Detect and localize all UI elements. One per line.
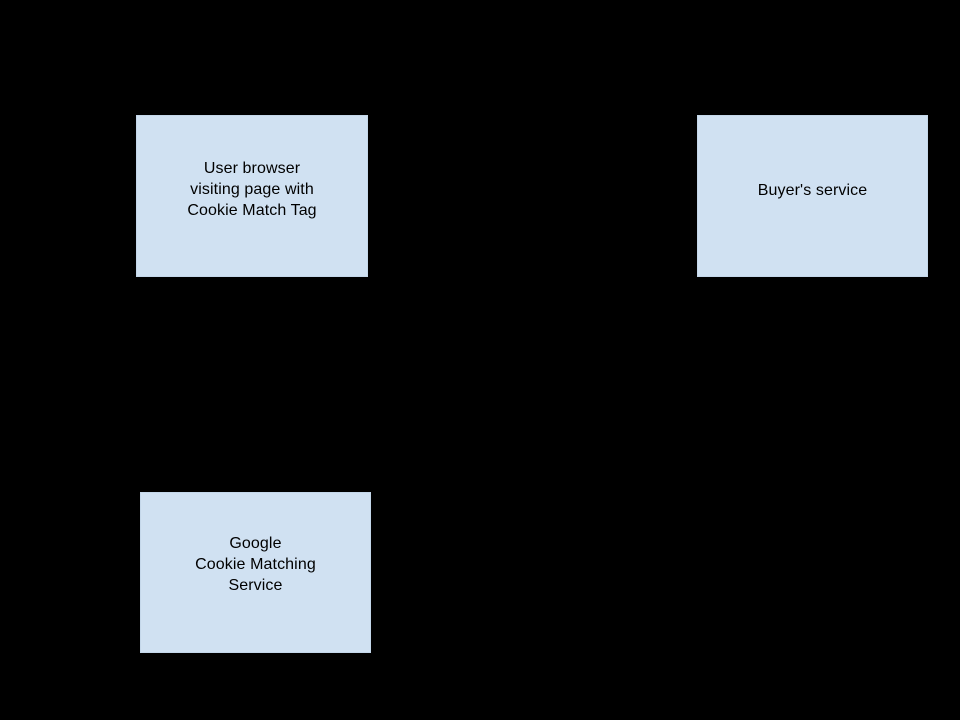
diagram-node-user-browser[interactable]: User browser visiting page with Cookie M… <box>136 115 368 277</box>
diagram-node-buyers-service[interactable]: Buyer's service <box>697 115 928 277</box>
diagram-node-buyers-service-label: Buyer's service <box>757 182 868 199</box>
diagram-node-google-cookie-matching-service-label: Google Cookie Matching Service <box>195 535 316 594</box>
diagram-node-user-browser-label: User browser visiting page with Cookie M… <box>187 160 317 219</box>
diagram-node-google-cookie-matching-service[interactable]: Google Cookie Matching Service <box>140 492 371 653</box>
